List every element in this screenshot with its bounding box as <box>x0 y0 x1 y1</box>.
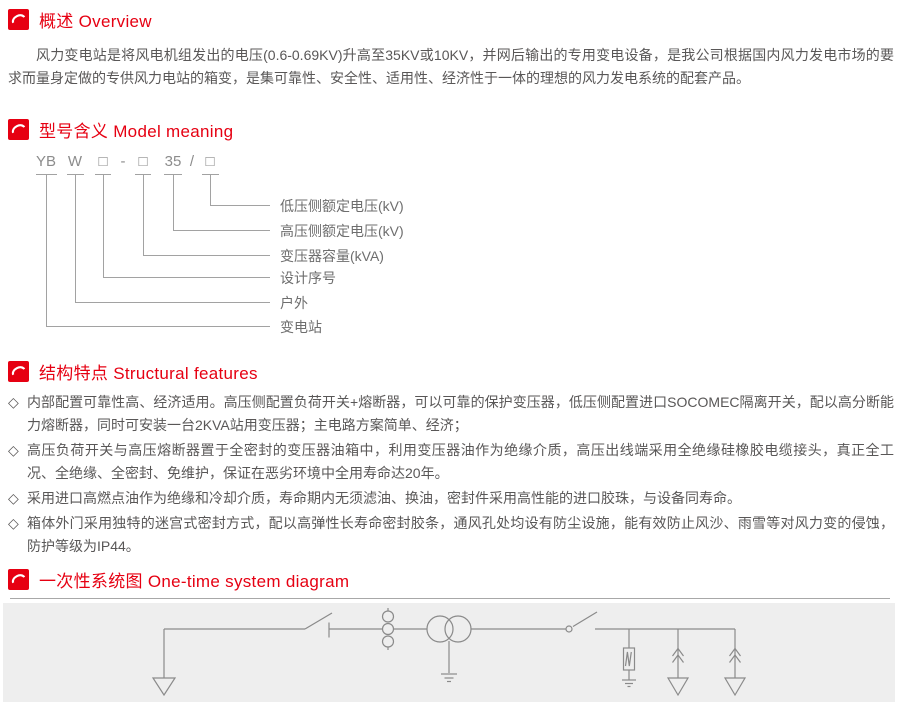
model-heading-text: 型号含义 Model meaning <box>39 122 234 141</box>
lv-disconnect-switch-icon <box>565 611 598 633</box>
feeder-arrow-icon <box>666 629 690 697</box>
one-line-circuit-svg <box>151 608 747 697</box>
model-token-w: W <box>67 153 83 170</box>
surge-arrester-icon <box>622 629 636 688</box>
leader-h-yb <box>46 326 270 327</box>
leader-v-box2 <box>143 174 144 255</box>
model-label-substation: 变电站 <box>280 319 322 335</box>
one-line-diagram-panel <box>3 603 895 702</box>
model-label-hv-voltage: 高压侧额定电压(kV) <box>280 223 404 239</box>
model-label-capacity: 变压器容量(kVA) <box>280 248 384 264</box>
model-label-outdoor: 户外 <box>280 295 308 311</box>
leader-v-box1 <box>103 174 104 277</box>
model-token-yb: YB <box>35 153 57 170</box>
model-code-diagram: YB W □ - □ 35 / □ 低压侧额定电压(kV) 高压侧额定电压(kV… <box>0 150 560 350</box>
model-token-slash: / <box>189 153 195 170</box>
model-label-lv-voltage: 低压侧额定电压(kV) <box>280 198 404 214</box>
model-label-design-seq: 设计序号 <box>280 270 336 286</box>
overview-heading-text: 概述 Overview <box>39 12 152 31</box>
fuse-stack-icon <box>381 608 395 650</box>
feature-item: ◇ 采用进口高燃点油作为绝缘和冷却介质，寿命期内无须滤油、换油，密封件采用高性能… <box>8 487 894 510</box>
leader-v-yb <box>46 174 47 326</box>
feeder-arrow-icon <box>723 629 747 697</box>
feature-item: ◇ 内部配置可靠性高、经济适用。高压侧配置负荷开关+熔断器，可以可靠的保护变压器… <box>8 391 894 437</box>
leader-h-box2 <box>143 255 270 256</box>
panel-top-rule <box>10 598 890 599</box>
leader-h-w <box>75 302 270 303</box>
diamond-bullet-icon: ◇ <box>8 394 19 410</box>
features-heading-text: 结构特点 Structural features <box>39 364 258 383</box>
features-heading: 结构特点 Structural features <box>8 359 258 384</box>
features-list: ◇ 内部配置可靠性高、经济适用。高压侧配置负荷开关+熔断器，可以可靠的保护变压器… <box>8 391 894 560</box>
leader-v-35 <box>173 174 174 230</box>
model-heading: 型号含义 Model meaning <box>8 117 233 142</box>
leader-h-box3 <box>210 205 270 206</box>
overview-paragraph: 风力变电站是将风电机组发出的电压(0.6-0.69KV)升高至35KV或10KV… <box>8 47 894 86</box>
feature-text: 采用进口高燃点油作为绝缘和冷却介质，寿命期内无须滤油、换油，密封件采用高性能的进… <box>27 490 741 506</box>
incoming-ground-symbol <box>151 629 177 697</box>
brand-logo-icon <box>8 9 29 30</box>
model-token-box1: □ <box>98 153 108 170</box>
feature-item: ◇ 箱体外门采用独特的迷宫式密封方式，配以高弹性长寿命密封胶条，通风孔处均设有防… <box>8 512 894 558</box>
diagram-heading: 一次性系统图 One-time system diagram <box>8 567 349 592</box>
overview-heading: 概述 Overview <box>8 7 152 32</box>
leader-h-box1 <box>103 277 270 278</box>
leader-v-w <box>75 174 76 302</box>
feature-text: 高压负荷开关与高压熔断器置于全密封的变压器油箱中，利用变压器油作为绝缘介质，高压… <box>27 442 894 481</box>
hv-load-switch-icon <box>304 612 333 638</box>
brand-logo-icon <box>8 569 29 590</box>
model-token-box2: □ <box>138 153 148 170</box>
diamond-bullet-icon: ◇ <box>8 442 19 458</box>
transformer-ground-symbol <box>441 641 457 683</box>
leader-h-35 <box>173 230 270 231</box>
model-token-dash: - <box>120 153 126 170</box>
diamond-bullet-icon: ◇ <box>8 490 19 506</box>
feature-text: 箱体外门采用独特的迷宫式密封方式，配以高弹性长寿命密封胶条，通风孔处均设有防尘设… <box>27 515 894 554</box>
brand-logo-icon <box>8 361 29 382</box>
transformer-icon <box>426 615 472 643</box>
model-token-35: 35 <box>164 153 182 170</box>
brand-logo-icon <box>8 119 29 140</box>
diagram-heading-text: 一次性系统图 One-time system diagram <box>39 572 350 591</box>
diamond-bullet-icon: ◇ <box>8 515 19 531</box>
model-token-box3: □ <box>205 153 215 170</box>
feature-item: ◇ 高压负荷开关与高压熔断器置于全密封的变压器油箱中，利用变压器油作为绝缘介质，… <box>8 439 894 485</box>
feature-text: 内部配置可靠性高、经济适用。高压侧配置负荷开关+熔断器，可以可靠的保护变压器，低… <box>27 394 894 433</box>
leader-v-box3 <box>210 174 211 205</box>
